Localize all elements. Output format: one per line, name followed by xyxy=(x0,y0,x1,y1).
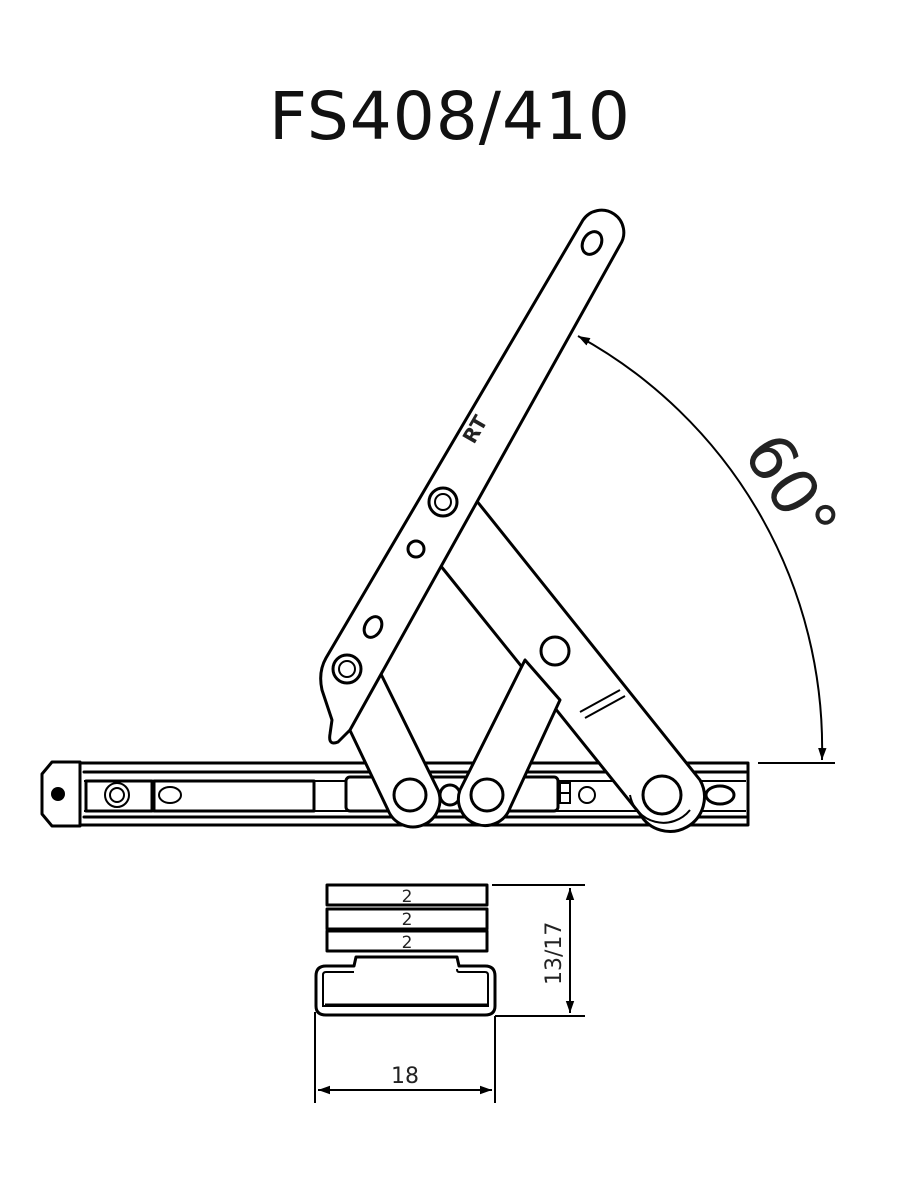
sash-rivet-upper xyxy=(427,486,459,518)
pivot-left xyxy=(392,777,428,813)
packer-3 xyxy=(325,929,489,953)
sash-slot-top xyxy=(580,230,604,256)
height-label: 13/17 xyxy=(542,922,567,985)
width-label: 18 xyxy=(391,1064,419,1089)
packer-1 xyxy=(325,883,489,907)
track-slot xyxy=(158,786,182,804)
svg-text:2: 2 xyxy=(402,887,413,907)
track-slot-right xyxy=(704,784,736,806)
channel-profile xyxy=(314,955,497,1017)
short-strut xyxy=(344,666,442,829)
svg-text:2: 2 xyxy=(402,910,413,930)
svg-text:2: 2 xyxy=(402,933,413,953)
product-title: FS408/410 xyxy=(269,78,631,155)
angle-label: 60° xyxy=(728,421,851,556)
angle-arc xyxy=(577,335,827,761)
pivot-right xyxy=(641,774,683,816)
sash-arm: RT xyxy=(319,208,626,745)
sash-rivet-lower xyxy=(331,653,363,685)
sash-hole xyxy=(406,539,426,559)
sash-slot-bottom xyxy=(362,615,384,639)
end-rivet xyxy=(51,787,65,801)
profile-section: 2 2 2 13/17 18 xyxy=(314,883,585,1103)
left-slider-block xyxy=(84,779,154,813)
track-hole xyxy=(578,786,596,804)
pivot-middle xyxy=(469,777,505,813)
support-arm-long xyxy=(434,498,706,833)
packer-2 xyxy=(325,907,489,931)
arm-rivet xyxy=(539,635,571,667)
middle-strut xyxy=(456,658,562,828)
